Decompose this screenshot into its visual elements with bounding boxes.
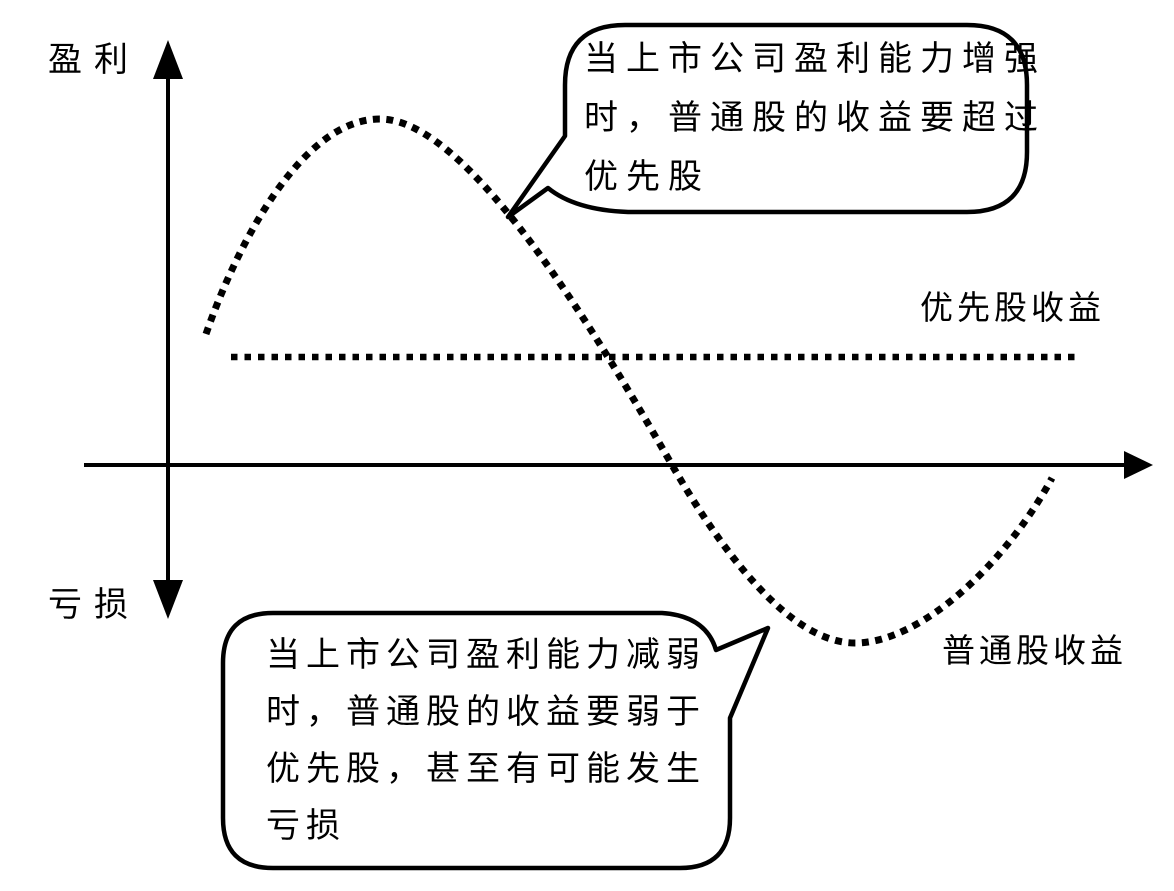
y-axis-up-arrow-icon	[153, 40, 183, 79]
bottom-callout-line-3: 优先股，甚至有可能发生	[266, 751, 706, 788]
bottom-callout-text: 当上市公司盈利能力减弱 时，普通股的收益要弱于 优先股，甚至有可能发生 亏损	[266, 627, 706, 855]
bottom-callout-line-4: 亏损	[266, 808, 346, 845]
top-callout-text: 当上市公司盈利能力增强 时，普通股的收益要超过 优先股	[584, 30, 1046, 207]
x-axis-right-arrow-icon	[1124, 451, 1153, 479]
top-callout-line-2: 时，普通股的收益要超过	[584, 100, 1046, 137]
x-axis	[84, 451, 1153, 479]
bottom-callout-bubble	[220, 610, 771, 871]
y-axis-bottom-label: 亏损	[48, 587, 140, 624]
top-callout-line-3: 优先股	[584, 159, 710, 196]
bottom-callout-line-1: 当上市公司盈利能力减弱	[266, 637, 706, 674]
top-callout-bubble	[505, 22, 1030, 220]
y-axis-top-label: 盈利	[48, 42, 140, 79]
y-axis-down-arrow-icon	[153, 580, 183, 619]
common-stock-returns-curve	[202, 115, 1056, 647]
bottom-callout-line-2: 时，普通股的收益要弱于	[266, 694, 706, 731]
top-callout-line-1: 当上市公司盈利能力增强	[584, 41, 1046, 78]
preferred-stock-returns-label: 优先股收益	[920, 291, 1105, 327]
common-stock-returns-label: 普通股收益	[942, 634, 1127, 670]
y-axis	[153, 40, 183, 619]
